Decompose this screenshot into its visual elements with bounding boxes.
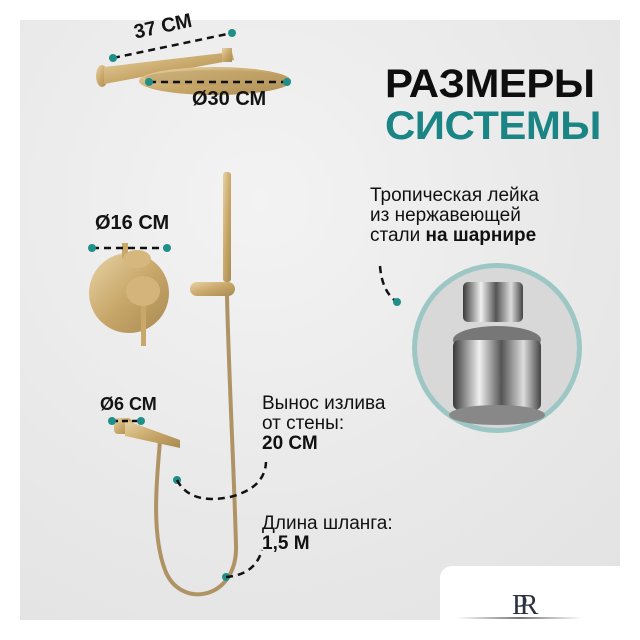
hose-length-label: Длина шланга: 1,5 М [262,513,393,554]
title-line-2: СИСТЕМЫ [385,104,601,148]
hand-shower-holder [190,282,235,296]
hand-shower [223,172,231,282]
swivel-joint [463,282,523,322]
tub-spout [125,420,180,448]
shower-hose [154,295,239,597]
shower-arm [96,48,234,87]
spout-reach-label: Вынос излива от стены: 20 СМ [262,393,386,454]
spout-diameter-label: Ø6 СМ [100,394,157,414]
head-diameter-label: Ø30 СМ [192,88,267,110]
mixer-diameter-label: Ø16 СМ [95,212,170,234]
logo-box [440,566,640,640]
title-line-1: РАЗМЕРЫ [385,62,595,106]
logo-underline [457,617,582,619]
rain-head-description: Тропическая лейка из нержавеющей стали н… [370,185,539,246]
